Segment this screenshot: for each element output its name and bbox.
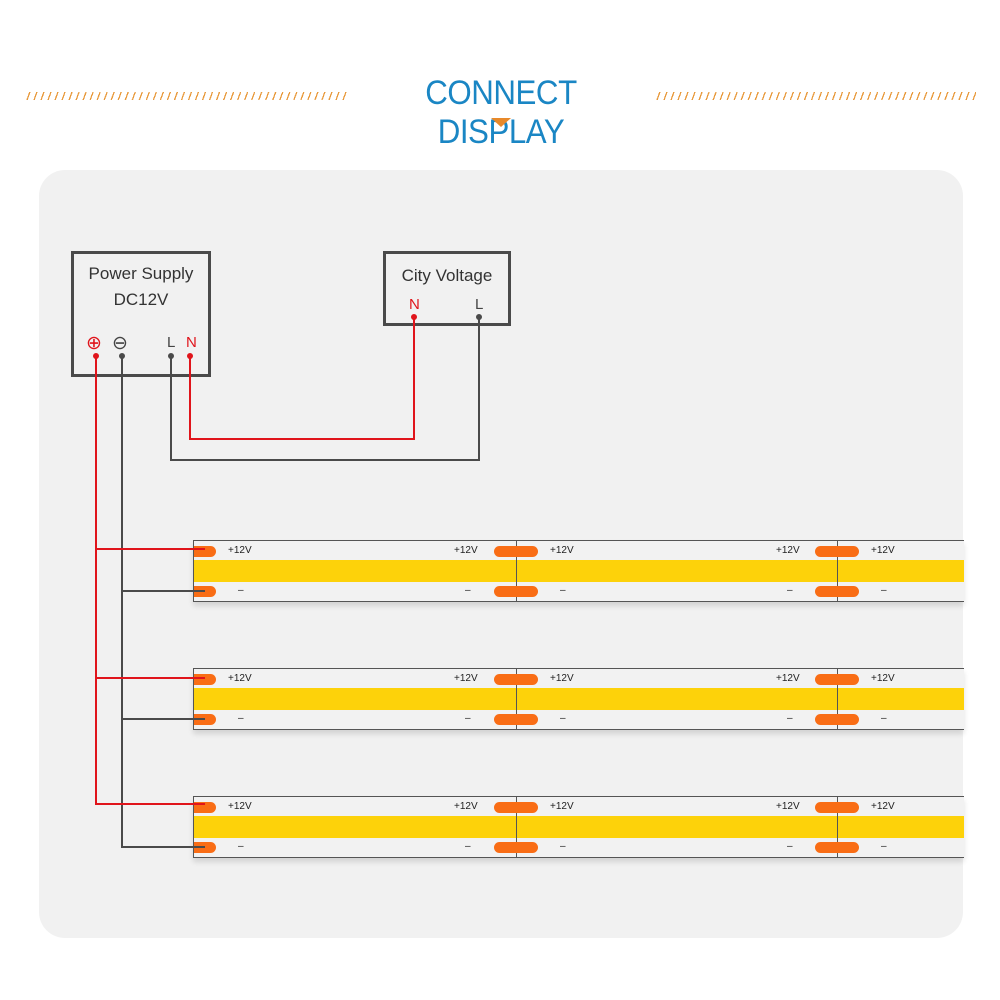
- title-decoration-right: [656, 92, 976, 100]
- power-supply-title: Power Supply: [88, 264, 194, 283]
- positive-label: +12V: [776, 801, 800, 812]
- power-supply-box: Power Supply DC12V ⊕ ⊖ L N: [71, 251, 211, 377]
- positive-label: +12V: [871, 545, 895, 556]
- positive-terminal-icon: ⊕: [86, 333, 102, 354]
- title-decoration-left: [26, 92, 348, 100]
- city-voltage-title: City Voltage: [401, 266, 493, 285]
- solder-pad-negative: [815, 586, 859, 597]
- positive-label: +12V: [550, 801, 574, 812]
- positive-label: +12V: [871, 673, 895, 684]
- solder-pad-positive: [194, 546, 216, 557]
- negative-label: –: [465, 841, 471, 852]
- positive-label: +12V: [228, 673, 252, 684]
- negative-label: –: [881, 585, 887, 596]
- negative-label: –: [881, 841, 887, 852]
- solder-pad-negative: [494, 842, 538, 853]
- solder-pad-positive: [815, 802, 859, 813]
- solder-pad-positive: [194, 802, 216, 813]
- down-arrow-icon: [491, 118, 511, 127]
- led-band: [194, 816, 964, 838]
- solder-pad-positive: [494, 674, 538, 685]
- solder-pad-positive: [494, 546, 538, 557]
- negative-label: –: [238, 713, 244, 724]
- negative-label: –: [787, 841, 793, 852]
- negative-label: –: [560, 585, 566, 596]
- solder-pad-negative: [194, 842, 216, 853]
- positive-label: +12V: [228, 545, 252, 556]
- neutral-terminal-label: N: [186, 334, 197, 351]
- city-voltage-box: City Voltage N L: [383, 251, 511, 326]
- solder-pad-negative: [494, 586, 538, 597]
- cut-line: [837, 669, 838, 729]
- solder-pad-positive: [815, 674, 859, 685]
- solder-pad-negative: [494, 714, 538, 725]
- positive-label: +12V: [871, 801, 895, 812]
- solder-pad-negative: [815, 714, 859, 725]
- page-title: CONNECT DISPLAY: [425, 74, 577, 151]
- negative-label: –: [560, 841, 566, 852]
- solder-pad-positive: [194, 674, 216, 685]
- led-strip-2: +12V – +12V – +12V – +12V – +12V –: [193, 668, 964, 730]
- solder-pad-negative: [194, 714, 216, 725]
- negative-label: –: [238, 841, 244, 852]
- city-live-label: L: [475, 296, 484, 313]
- power-supply-voltage: DC12V: [113, 290, 169, 309]
- positive-label: +12V: [454, 801, 478, 812]
- solder-pad-positive: [494, 802, 538, 813]
- solder-pad-negative: [194, 586, 216, 597]
- negative-label: –: [465, 585, 471, 596]
- cut-line: [516, 669, 517, 729]
- cut-line: [516, 541, 517, 601]
- negative-label: –: [787, 713, 793, 724]
- negative-terminal-icon: ⊖: [112, 333, 128, 354]
- positive-label: +12V: [776, 673, 800, 684]
- led-strip-1: +12V – +12V – +12V – +12V – +12V –: [193, 540, 964, 602]
- positive-label: +12V: [454, 545, 478, 556]
- negative-label: –: [238, 585, 244, 596]
- negative-label: –: [881, 713, 887, 724]
- solder-pad-positive: [815, 546, 859, 557]
- cut-line: [837, 541, 838, 601]
- positive-label: +12V: [550, 545, 574, 556]
- negative-label: –: [465, 713, 471, 724]
- led-band: [194, 688, 964, 710]
- positive-label: +12V: [228, 801, 252, 812]
- negative-label: –: [787, 585, 793, 596]
- solder-pad-negative: [815, 842, 859, 853]
- cut-line: [516, 797, 517, 857]
- live-terminal-label: L: [167, 334, 176, 351]
- negative-label: –: [560, 713, 566, 724]
- positive-label: +12V: [776, 545, 800, 556]
- cut-line: [837, 797, 838, 857]
- led-band: [194, 560, 964, 582]
- city-neutral-label: N: [409, 296, 420, 313]
- led-strip-3: +12V – +12V – +12V – +12V – +12V –: [193, 796, 964, 858]
- positive-label: +12V: [454, 673, 478, 684]
- positive-label: +12V: [550, 673, 574, 684]
